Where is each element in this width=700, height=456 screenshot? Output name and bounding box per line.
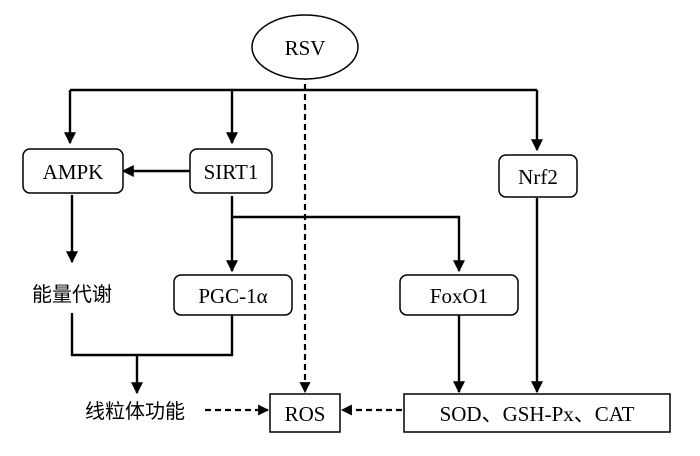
merge-line-energy-pgc1a	[70, 313, 234, 357]
node-antioxidants-label: SOD、GSH-Px、CAT	[440, 402, 635, 426]
node-ampk-label: AMPK	[43, 160, 104, 184]
node-foxo1: FoxO1	[399, 274, 519, 316]
node-rsv-label: RSV	[285, 36, 326, 60]
arrow-sirt1-to-foxo1	[232, 215, 465, 273]
node-foxo1-label: FoxO1	[430, 284, 488, 308]
node-pgc1a-label: PGC-1α	[198, 284, 267, 308]
node-rsv: RSV	[251, 14, 359, 80]
node-nrf2-label: Nrf2	[518, 165, 558, 189]
node-ros: ROS	[269, 393, 341, 433]
node-mitochondrial-function: 线粒体功能	[85, 399, 185, 423]
node-ampk: AMPK	[22, 148, 124, 194]
dashed-arrows	[205, 74, 402, 416]
solid-arrows	[64, 88, 543, 395]
node-energy-metabolism: 能量代谢	[32, 282, 112, 306]
node-pgc1a: PGC-1α	[173, 274, 293, 316]
node-sirt1-label: SIRT1	[204, 160, 259, 184]
node-ros-label: ROS	[285, 402, 326, 426]
node-antioxidants: SOD、GSH-Px、CAT	[403, 393, 671, 433]
node-sirt1: SIRT1	[189, 148, 273, 194]
node-nrf2: Nrf2	[498, 154, 578, 198]
